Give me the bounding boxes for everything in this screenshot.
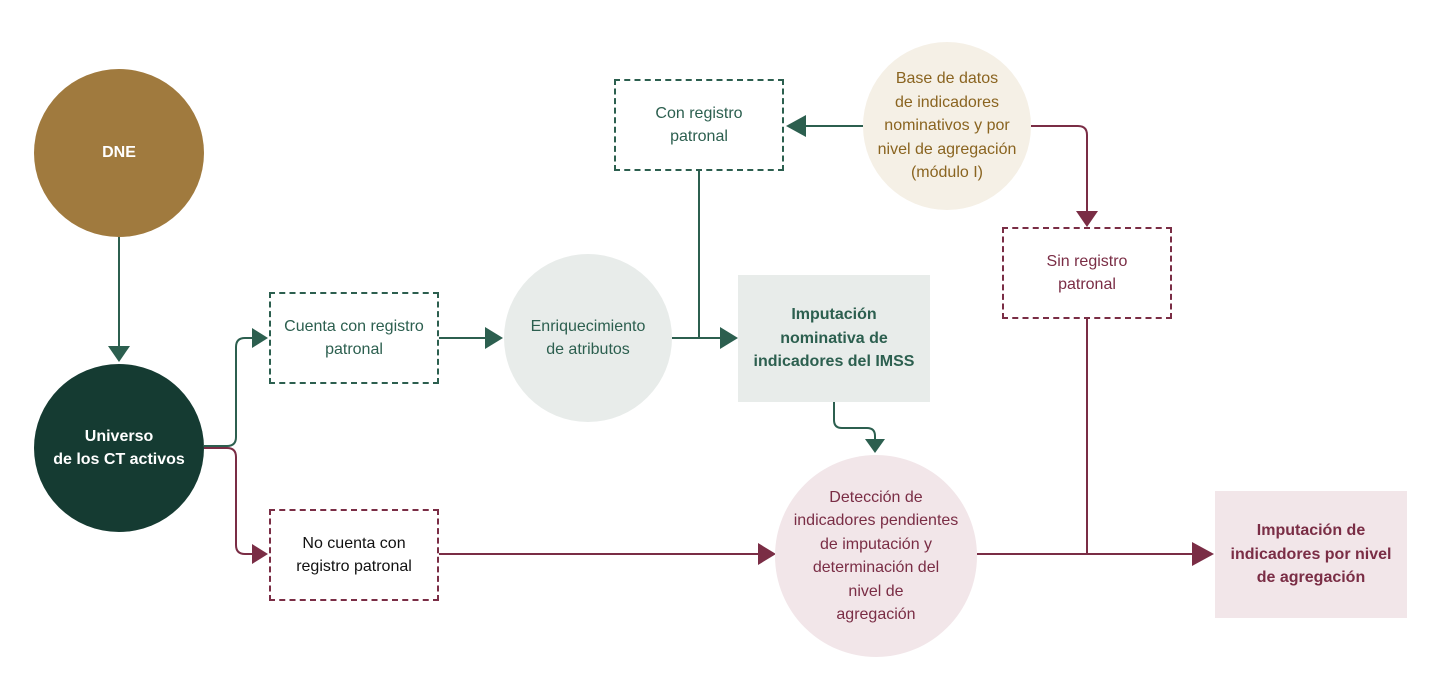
edge-universo-nocuenta (204, 447, 258, 555)
node-dne: DNE (34, 69, 204, 237)
node-cuenta-label: Cuenta con registro patronal (284, 317, 424, 359)
node-dne-label: DNE (102, 144, 136, 162)
edge-universo-cuenta (204, 337, 258, 447)
node-deteccion-label: Detección de indicadores pendientes de i… (793, 488, 959, 624)
node-conregistro-label: Con registro patronal (655, 104, 743, 146)
arrowhead-deteccion-imputacionnivel (1192, 542, 1214, 566)
node-imputacion-nominativa: Imputación nominativa de indicadores del… (738, 275, 930, 402)
node-universo-label: Universo de los CT activos (53, 427, 185, 469)
node-sin-registro-patronal: Sin registro patronal (1002, 227, 1172, 319)
node-nocuenta-label: No cuenta con registro patronal (296, 534, 412, 576)
node-imputacion-nivel-label: Imputación de indicadores por nivel de a… (1230, 522, 1392, 587)
node-deteccion: Detección de indicadores pendientes de i… (775, 455, 977, 657)
arrowhead-cuenta-enriquecimiento (485, 327, 503, 349)
arrowhead-universo-nocuenta (252, 544, 268, 564)
node-enriquecimiento: Enriquecimiento de atributos (504, 254, 672, 422)
arrowhead-basedatos-conregistro (786, 115, 806, 137)
arrowhead-dne-universo (108, 346, 130, 362)
node-universo-ct-activos: Universo de los CT activos (34, 364, 204, 532)
node-imputacion-por-nivel: Imputación de indicadores por nivel de a… (1215, 491, 1407, 618)
node-con-registro-patronal: Con registro patronal (614, 79, 784, 171)
edge-basedatos-sinregistro (1031, 125, 1088, 215)
arrowhead-basedatos-sinregistro (1076, 211, 1098, 227)
node-sinregistro-label: Sin registro patronal (1046, 252, 1128, 294)
node-no-cuenta-con-registro: No cuenta con registro patronal (269, 509, 439, 601)
arrowhead-enriquecimiento-imputacion (720, 327, 738, 349)
node-cuenta-con-registro: Cuenta con registro patronal (269, 292, 439, 384)
arrowhead-universo-cuenta (252, 328, 268, 348)
arrowhead-nocuenta-deteccion (758, 543, 776, 565)
node-base-de-datos: Base de datos de indicadores nominativos… (863, 42, 1031, 210)
node-basedatos-label: Base de datos de indicadores nominativos… (877, 70, 1017, 182)
node-enriquecimiento-label: Enriquecimiento de atributos (530, 317, 646, 359)
arrowhead-imputacion-deteccion (865, 439, 885, 453)
node-imputacion-nominativa-label: Imputación nominativa de indicadores del… (753, 306, 915, 371)
edge-imputacion-deteccion (833, 402, 876, 441)
